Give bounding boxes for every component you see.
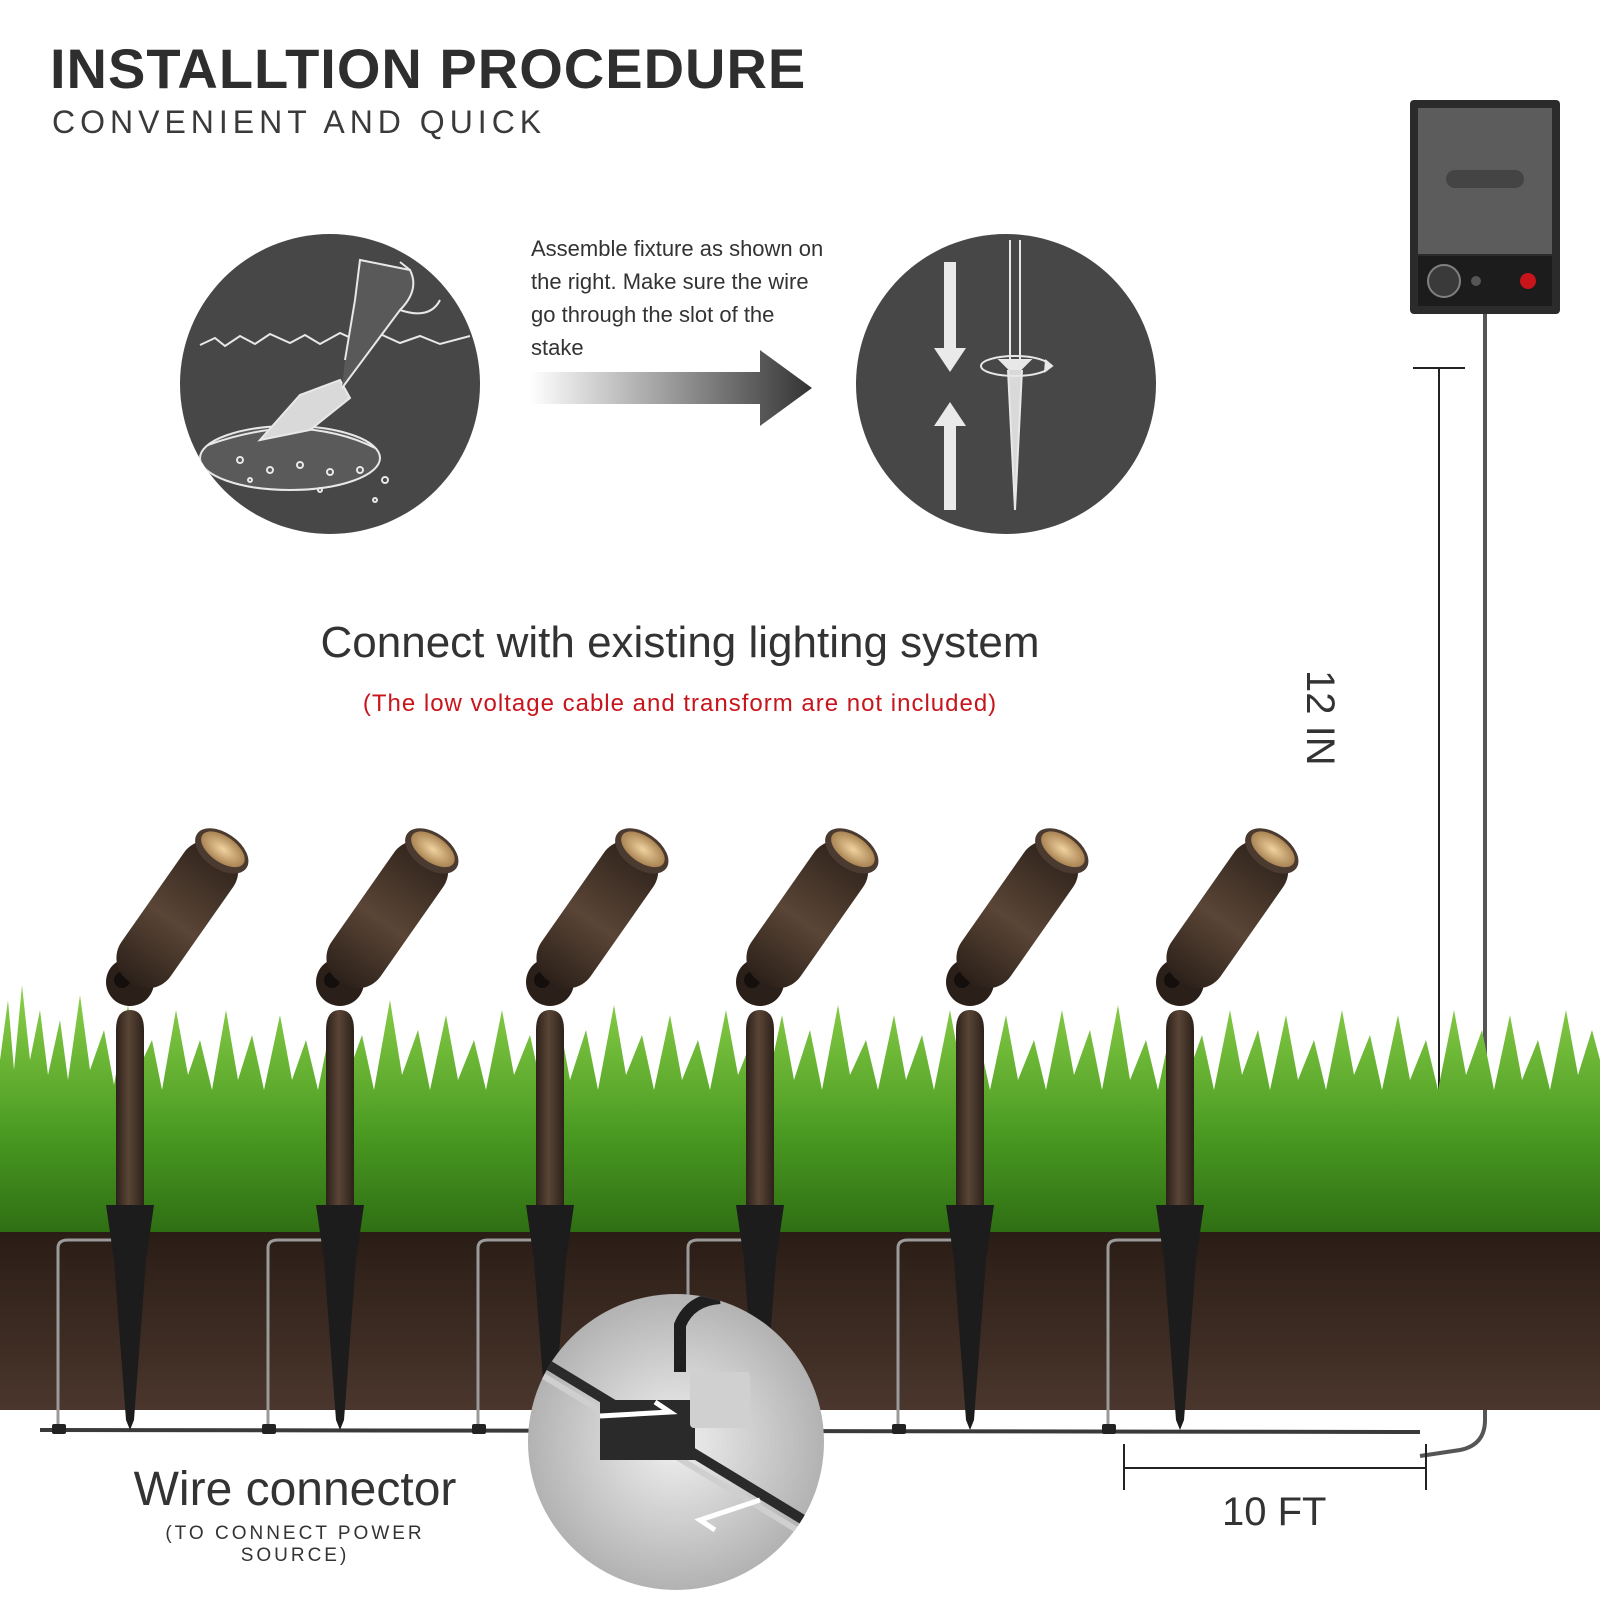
height-dimension-label: 12 IN <box>1298 670 1342 766</box>
spotlight-fixtures <box>52 828 1299 1434</box>
transformer-box <box>1410 100 1560 1458</box>
assembly-instruction: Assemble fixture as shown on the right. … <box>531 236 824 360</box>
wire-connector-subtitle: (TO CONNECT POWER SOURCE) <box>165 1523 425 1566</box>
spotlight-fixture <box>892 828 1089 1434</box>
section-heading: Connect with existing lighting system <box>320 618 1040 667</box>
spotlight-fixture <box>472 828 669 1434</box>
step-arrow-icon <box>530 350 812 426</box>
spotlight-fixture <box>262 828 459 1434</box>
spotlight-fixture <box>1102 828 1299 1434</box>
spotlight-fixture <box>682 828 879 1434</box>
dig-hole-illustration <box>180 234 480 534</box>
not-included-note: (The low voltage cable and transform are… <box>362 690 998 717</box>
page-subtitle: CONVENIENT AND QUICK <box>52 104 547 140</box>
width-dimension-label: 10 FT <box>1222 1490 1327 1534</box>
wire-connector-illustration <box>528 1294 824 1590</box>
stake-assembly-illustration <box>856 234 1156 534</box>
width-dimension-line <box>1123 1444 1427 1490</box>
wire-connector-title: Wire connector <box>133 1463 457 1516</box>
ground <box>0 985 1600 1410</box>
spotlight-fixture <box>52 828 249 1434</box>
page-title: INSTALLTION PROCEDURE <box>50 37 807 100</box>
